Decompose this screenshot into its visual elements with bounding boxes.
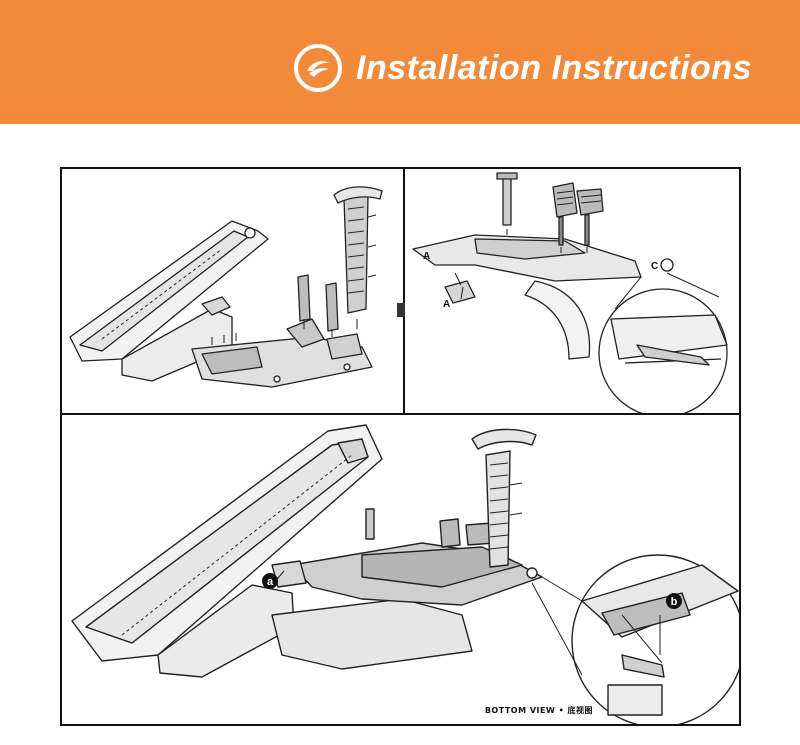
bottom-view-caption: BOTTOM VIEW • 底视图	[484, 706, 593, 715]
step-1-illustration	[69, 186, 383, 388]
callout-b-badge: b	[666, 593, 682, 609]
callout-a-badge: a	[262, 573, 278, 589]
swoosh-circle-icon	[294, 44, 343, 92]
callout-c: C	[651, 261, 658, 272]
panel-step-1	[62, 169, 405, 415]
header-banner: Installation Instructions	[0, 0, 800, 124]
banner-title: Installation Instructions	[356, 48, 752, 87]
callout-b-small: b	[671, 596, 678, 608]
callout-a-upper: A	[423, 251, 430, 262]
step-2-illustration: A A C	[412, 172, 728, 413]
panel-step-3: a b BOTTOM VIEW • 底视图	[62, 415, 739, 724]
step-3-illustration: a b	[71, 424, 739, 724]
panel-step-2: A A C	[405, 169, 739, 415]
callout-a-lower: A	[443, 299, 450, 310]
banner-title-group: Installation Instructions	[294, 36, 752, 100]
callout-a-small: a	[267, 576, 274, 588]
instruction-figure: A A C	[60, 167, 741, 726]
